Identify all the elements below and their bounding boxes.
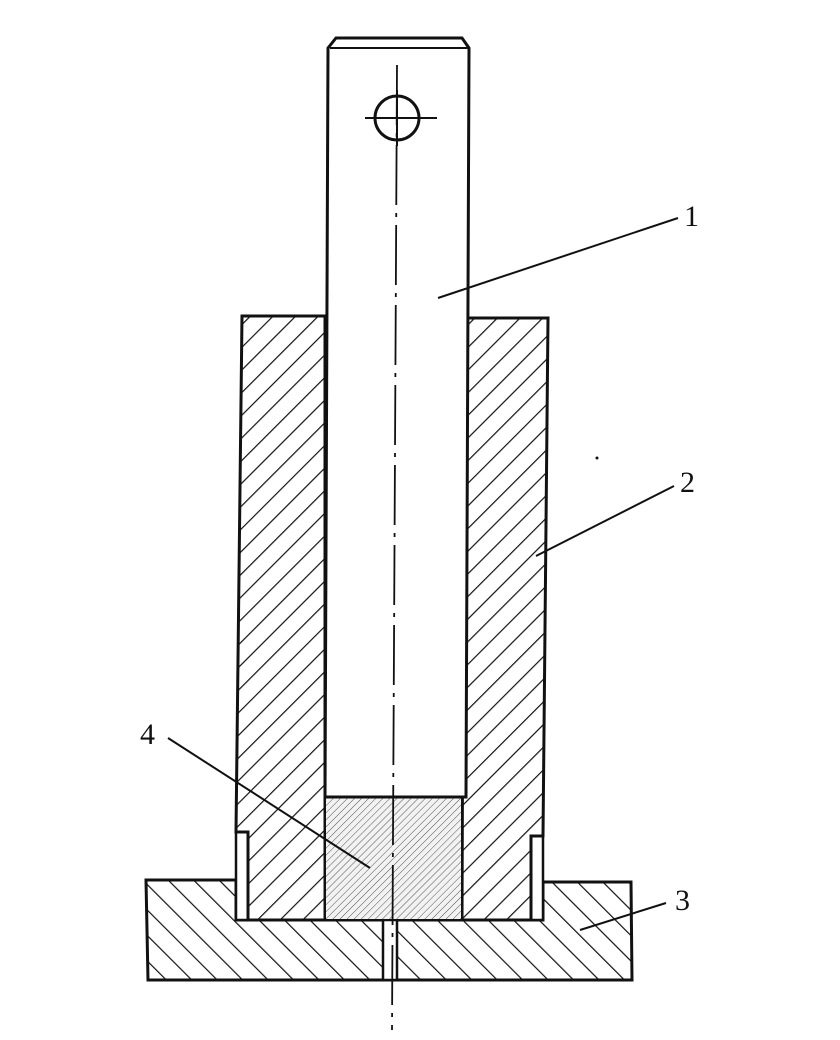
callout-2-label: 2 bbox=[680, 466, 695, 499]
die-right-wall bbox=[460, 316, 550, 922]
leader-line-3 bbox=[579, 902, 667, 931]
leader-line-1 bbox=[437, 217, 679, 299]
centerline bbox=[391, 64, 398, 1031]
leader-line-4 bbox=[167, 737, 371, 869]
die bbox=[234, 314, 550, 922]
callout-3-label: 3 bbox=[675, 884, 690, 917]
base-recess-right bbox=[529, 834, 545, 922]
callout-1-label: 1 bbox=[684, 200, 699, 233]
ejector-slot bbox=[381, 918, 399, 982]
callout-4-label: 4 bbox=[140, 718, 155, 751]
speck-dot bbox=[595, 456, 599, 460]
base-plate bbox=[144, 830, 634, 982]
leader-line-2 bbox=[535, 485, 675, 557]
punch bbox=[323, 36, 471, 799]
base-recess-left bbox=[234, 830, 250, 922]
die-left-wall bbox=[234, 314, 327, 922]
punch-body bbox=[323, 36, 471, 799]
